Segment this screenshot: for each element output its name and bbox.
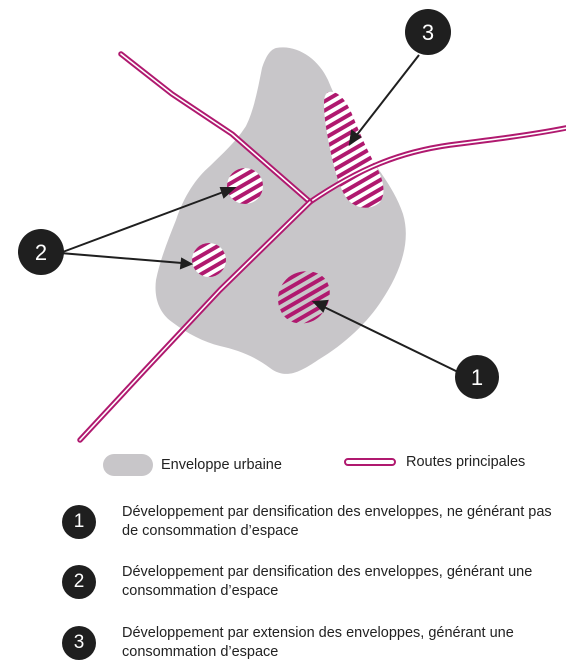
densification-zone-west <box>192 243 226 277</box>
main-roads <box>77 51 566 443</box>
urban-envelope-shape <box>155 47 406 374</box>
item-2-text: Développement par densification des enve… <box>122 564 533 599</box>
callout-3-number: 3 <box>422 20 434 45</box>
item-1-badge: 1 <box>62 505 96 539</box>
callout-1: 1 <box>455 355 499 399</box>
legend-item-3: 3 Développement par extension des envelo… <box>62 624 562 662</box>
legend-item-1: 1 Développement par densification des en… <box>62 503 562 541</box>
callout-arrows <box>59 54 459 373</box>
item-2-badge: 2 <box>62 565 96 599</box>
item-1-text: Développement par densification des enve… <box>122 504 552 539</box>
envelope-swatch <box>103 454 153 476</box>
legend-roads: Routes principales <box>344 454 525 470</box>
densification-zone-north <box>227 168 263 204</box>
extension-zone-northeast <box>324 91 384 208</box>
road-swatch <box>344 458 396 466</box>
urban-envelope-diagram: 1 2 3 <box>18 9 566 443</box>
densification-zone-center <box>278 271 330 324</box>
legend-roads-label: Routes principales <box>406 454 526 470</box>
legend-item-2: 2 Développement par densification des en… <box>62 563 562 601</box>
legend-envelope: Enveloppe urbaine <box>103 454 282 476</box>
callout-2: 2 <box>18 229 64 275</box>
legend-envelope-label: Enveloppe urbaine <box>161 457 282 473</box>
item-3-badge: 3 <box>62 626 96 660</box>
item-3-text: Développement par extension des envelopp… <box>122 625 514 660</box>
callout-1-number: 1 <box>471 365 483 390</box>
callout-2-number: 2 <box>35 240 47 265</box>
callout-3: 3 <box>405 9 451 55</box>
